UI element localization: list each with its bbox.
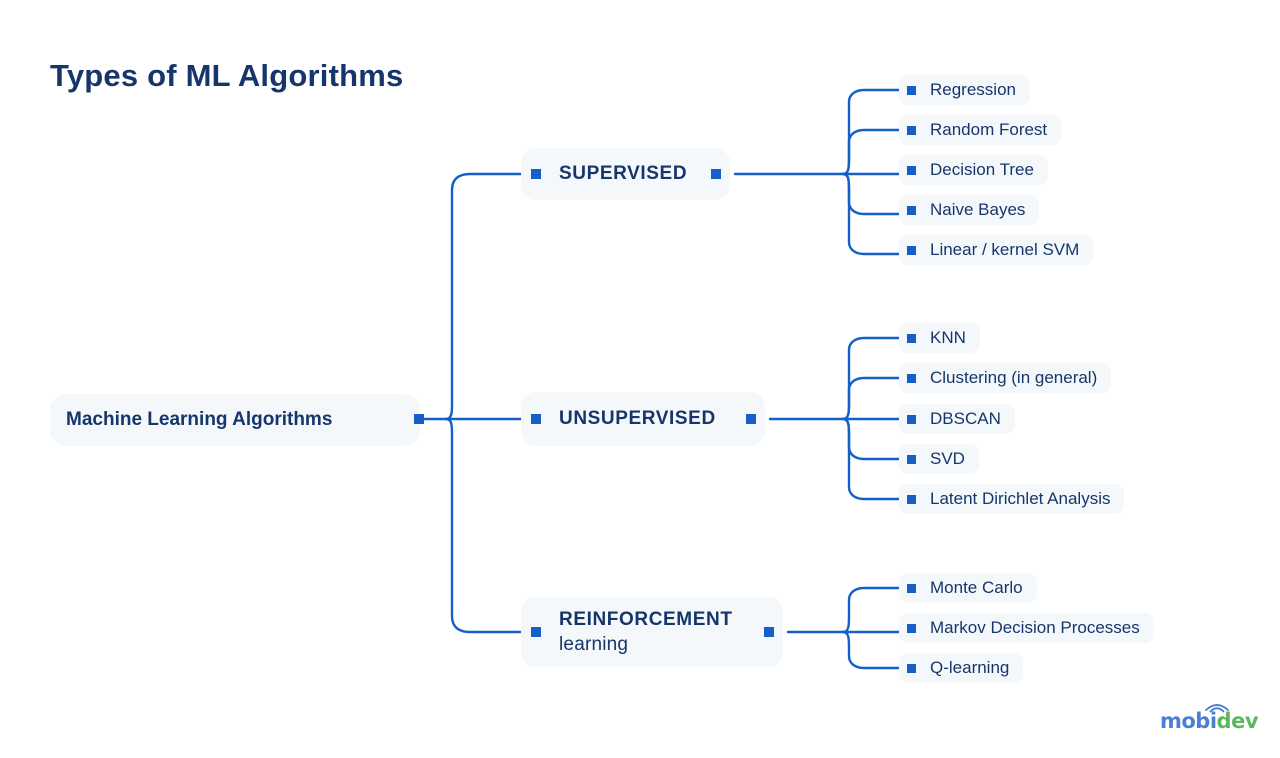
branch-label-supervised: SUPERVISED <box>559 163 688 184</box>
root-node-label: Machine Learning Algorithms <box>66 409 333 430</box>
bullet-square-icon <box>907 454 916 464</box>
root-node[interactable]: Machine Learning Algorithms <box>50 394 420 446</box>
connector-unsupervised-leaf-1 <box>841 336 906 421</box>
connector-supervised-leaf-4 <box>841 172 906 216</box>
branch-reinforcement-port-left <box>531 627 541 637</box>
logo-text-primary: mobi <box>1160 709 1217 733</box>
connector-root-to-reinforcement <box>444 417 523 634</box>
leaf-node[interactable]: Random Forest <box>899 115 1062 145</box>
leaf-node[interactable]: Latent Dirichlet Analysis <box>899 484 1125 514</box>
wifi-arcs-icon <box>1205 704 1229 713</box>
connector-unsupervised-leaf-2 <box>841 376 906 421</box>
branch-reinforcement-port-right <box>764 627 774 637</box>
leaf-node[interactable]: KNN <box>899 323 980 353</box>
bullet-square-icon <box>907 623 916 633</box>
bullet-square-icon <box>907 165 916 175</box>
branch-label-reinforcement-line1: REINFORCEMENT <box>559 609 733 630</box>
connector-supervised-leaf-5 <box>841 172 906 256</box>
branch-node-supervised[interactable]: SUPERVISED <box>521 148 730 200</box>
mobidev-logo: mobidev <box>1160 701 1259 733</box>
leaf-label: Random Forest <box>930 120 1048 139</box>
connector-unsupervised-leaf-5 <box>841 417 906 501</box>
branch-supervised-port-left <box>531 169 541 179</box>
leaf-label: Regression <box>930 80 1016 99</box>
leaf-node[interactable]: SVD <box>899 444 979 474</box>
leaf-node[interactable]: Decision Tree <box>899 155 1048 185</box>
branch-label-reinforcement-line2: learning <box>559 634 629 656</box>
bullet-square-icon <box>907 125 916 135</box>
logo-text-secondary: dev <box>1216 709 1259 733</box>
branch-unsupervised-port-left <box>531 414 541 424</box>
bullet-square-icon <box>907 205 916 215</box>
leaf-node[interactable]: Q-learning <box>899 653 1024 683</box>
leaf-label: Markov Decision Processes <box>930 618 1140 637</box>
branch-supervised-port-right <box>711 169 721 179</box>
leaf-node[interactable]: Regression <box>899 75 1030 105</box>
connector-unsupervised-leaf-4 <box>841 417 906 461</box>
leaf-node[interactable]: Linear / kernel SVM <box>899 235 1094 265</box>
leaf-label: KNN <box>930 328 966 347</box>
connector-reinforcement-leaf-1 <box>841 586 906 634</box>
leaf-label: Q-learning <box>930 658 1010 677</box>
bullet-square-icon <box>907 414 916 424</box>
leaf-node[interactable]: Clustering (in general) <box>899 363 1112 393</box>
bullet-square-icon <box>907 583 916 593</box>
branch-unsupervised-port-right <box>746 414 756 424</box>
bullet-square-icon <box>907 663 916 673</box>
connector-supervised-leaf-2 <box>841 128 906 176</box>
leaf-label: Linear / kernel SVM <box>930 240 1080 259</box>
bullet-square-icon <box>907 85 916 95</box>
branch-label-unsupervised: UNSUPERVISED <box>559 408 716 429</box>
leaf-label: Monte Carlo <box>930 578 1023 597</box>
leaf-node[interactable]: Markov Decision Processes <box>899 613 1154 643</box>
leaf-node[interactable]: Monte Carlo <box>899 573 1037 603</box>
branch-node-unsupervised[interactable]: UNSUPERVISED <box>521 392 765 446</box>
bullet-square-icon <box>907 245 916 255</box>
connector-reinforcement-leaf-3 <box>841 630 906 670</box>
leaf-label: Decision Tree <box>930 160 1034 179</box>
leaf-label: DBSCAN <box>930 409 1001 428</box>
leaf-label: Clustering (in general) <box>930 368 1098 387</box>
bullet-square-icon <box>907 333 916 343</box>
leaf-label: Latent Dirichlet Analysis <box>930 489 1111 508</box>
bullet-square-icon <box>907 494 916 504</box>
leaf-label: SVD <box>930 449 965 468</box>
branch-node-reinforcement[interactable]: REINFORCEMENT learning <box>521 597 783 667</box>
page-title: Types of ML Algorithms <box>50 58 404 93</box>
leaf-label: Naive Bayes <box>930 200 1026 219</box>
leaf-node[interactable]: DBSCAN <box>899 404 1015 434</box>
connector-supervised-leaf-1 <box>841 88 906 176</box>
bullet-square-icon <box>907 373 916 383</box>
connector-root-to-supervised <box>444 172 523 421</box>
root-node-port <box>414 414 424 424</box>
leaf-node[interactable]: Naive Bayes <box>899 195 1040 225</box>
